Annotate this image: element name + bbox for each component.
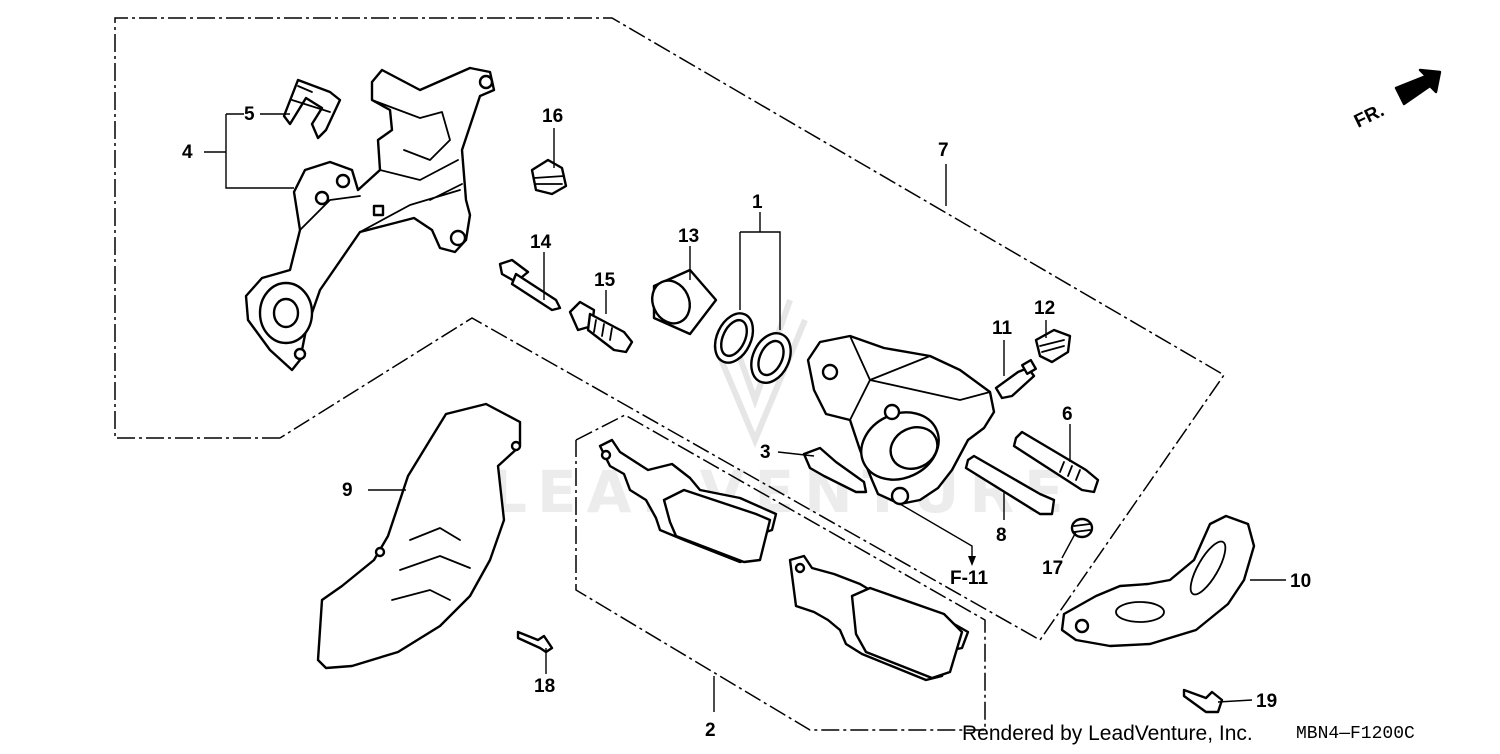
- callout-18: 18: [534, 676, 555, 697]
- callout-7: 7: [938, 140, 949, 161]
- callout-1: 1: [752, 192, 763, 213]
- bleeder-valve: [994, 358, 1038, 400]
- render-credit: Rendered by LeadVenture, Inc.: [962, 722, 1253, 745]
- callout-4: 4: [182, 142, 193, 163]
- slide-pin-long: [1012, 430, 1100, 494]
- pad-spring: [282, 78, 342, 140]
- spring-clip: [1034, 328, 1072, 364]
- caliper-guard: [1060, 514, 1256, 648]
- callout-15: 15: [594, 270, 616, 291]
- callout-2: 2: [705, 720, 716, 741]
- bracket-group-boundary: [114, 17, 1226, 641]
- screw: [516, 630, 554, 654]
- callout-8: 8: [996, 525, 1007, 546]
- pad-retainer: [802, 446, 868, 494]
- leader-lines: [204, 113, 1286, 712]
- pad-group-boundary: [575, 414, 986, 731]
- pin-bolt-a: [498, 258, 562, 312]
- callout-6: 6: [1062, 404, 1073, 425]
- pin-bolt-b: [568, 300, 634, 354]
- disc-guard: [316, 402, 522, 670]
- brake-pads: [598, 438, 970, 682]
- forward-arrow-icon: [1394, 68, 1442, 106]
- callout-10: 10: [1290, 571, 1311, 592]
- direction-label: FR.: [1351, 100, 1388, 132]
- group-boundaries: [114, 17, 1226, 731]
- callout-9: 9: [342, 480, 353, 501]
- callout-12: 12: [1034, 298, 1055, 319]
- flange-bolt: [1182, 688, 1224, 714]
- pin-boot: [1070, 517, 1094, 539]
- reference-label: F-11: [950, 568, 988, 589]
- callout-16: 16: [542, 106, 563, 127]
- callout-17: 17: [1042, 558, 1063, 579]
- callout-13: 13: [678, 226, 699, 247]
- piston-seals: [713, 312, 792, 384]
- callout-14: 14: [530, 232, 552, 253]
- footer: Rendered by LeadVenture, Inc. MBN4—F1200…: [962, 722, 1415, 745]
- caliper-body: [806, 334, 996, 506]
- caliper-piston: [651, 268, 718, 336]
- caliper-bracket: [244, 66, 496, 372]
- direction-indicator: FR.: [1351, 68, 1442, 132]
- callout-5: 5: [244, 104, 255, 125]
- diagram-code: MBN4—F1200C: [1296, 724, 1415, 744]
- callout-19: 19: [1256, 691, 1277, 712]
- bleeder-cap: [530, 158, 568, 196]
- slide-pin-short: [964, 454, 1056, 516]
- callout-11: 11: [992, 318, 1013, 339]
- callout-labels: 1 2 3 4 5 6 7 8 9 10 11 12 13 14 15 16 1…: [182, 104, 1311, 741]
- callout-3: 3: [760, 442, 771, 463]
